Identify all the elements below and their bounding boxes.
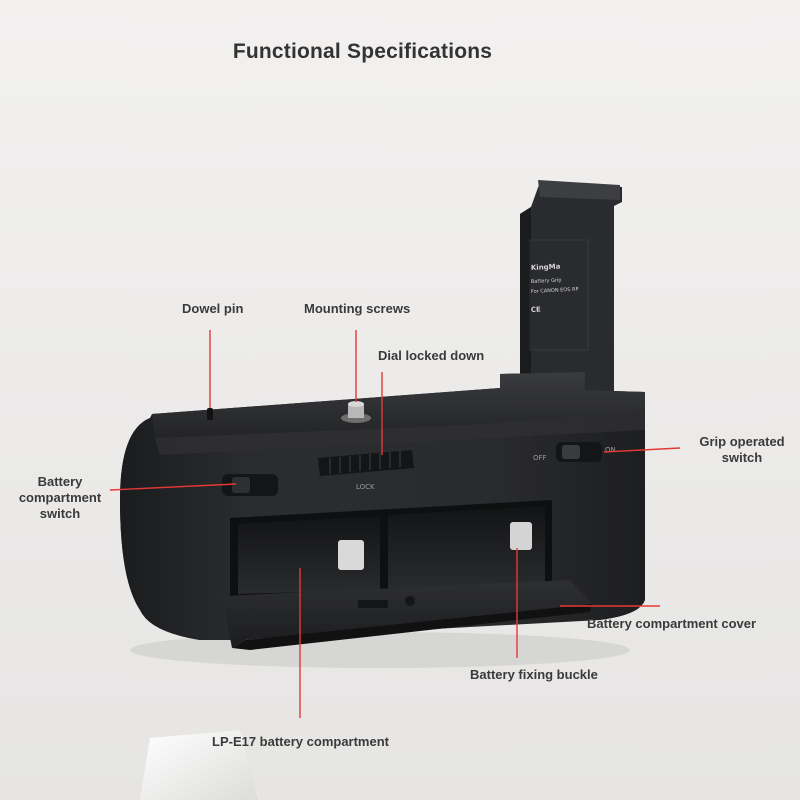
- cert-text: CE: [531, 305, 542, 314]
- callout-battery-compartment-switch-line1: Battery: [37, 474, 83, 489]
- switch-on-label: ON: [605, 446, 616, 454]
- background-box: [140, 730, 258, 800]
- mounting-screw: [341, 401, 371, 423]
- battery-compartment-cover[interactable]: [222, 580, 592, 650]
- callout-lines: [109, 330, 681, 718]
- callout-dowel-pin: Dowel pin: [182, 301, 244, 316]
- grip-operated-switch[interactable]: OFF ON: [533, 442, 616, 462]
- battery-compartment-switch[interactable]: [222, 474, 278, 496]
- dowel-pin: [207, 408, 213, 420]
- callout-mounting-screws: Mounting screws: [304, 301, 411, 316]
- model-text: For CANON EOS RP: [531, 287, 579, 295]
- lp-e17-battery-compartment: [230, 500, 552, 596]
- callout-grip-operated-switch-line2: switch: [721, 450, 763, 465]
- callout-grip-operated-switch-line1: Grip operated: [699, 434, 785, 449]
- callout-lp-e17-battery-compartment: LP-E17 battery compartment: [212, 734, 389, 749]
- page-title: Functional Specifications: [232, 40, 493, 63]
- brand-text: KingMa: [531, 262, 561, 272]
- battery-fixing-buckle-right[interactable]: [510, 522, 532, 550]
- grip-text: Battery Grip: [531, 277, 562, 285]
- callout-battery-compartment-cover: Battery compartment cover: [587, 616, 757, 631]
- battery-insert: [520, 180, 622, 402]
- callout-battery-compartment-switch-line2: compartment: [18, 490, 102, 505]
- callout-dial-locked-down: Dial locked down: [378, 348, 485, 363]
- battery-fixing-buckle-left[interactable]: [338, 540, 364, 570]
- callout-grip-operated-switch: Grip operated switch: [692, 434, 792, 466]
- lock-label: LOCK: [356, 483, 375, 491]
- callout-battery-compartment-switch: Battery compartment switch: [10, 474, 110, 522]
- lock-dial[interactable]: LOCK: [318, 450, 414, 491]
- callout-battery-fixing-buckle: Battery fixing buckle: [470, 667, 598, 682]
- switch-off-label: OFF: [533, 454, 547, 462]
- callout-battery-compartment-switch-line3: switch: [39, 506, 81, 521]
